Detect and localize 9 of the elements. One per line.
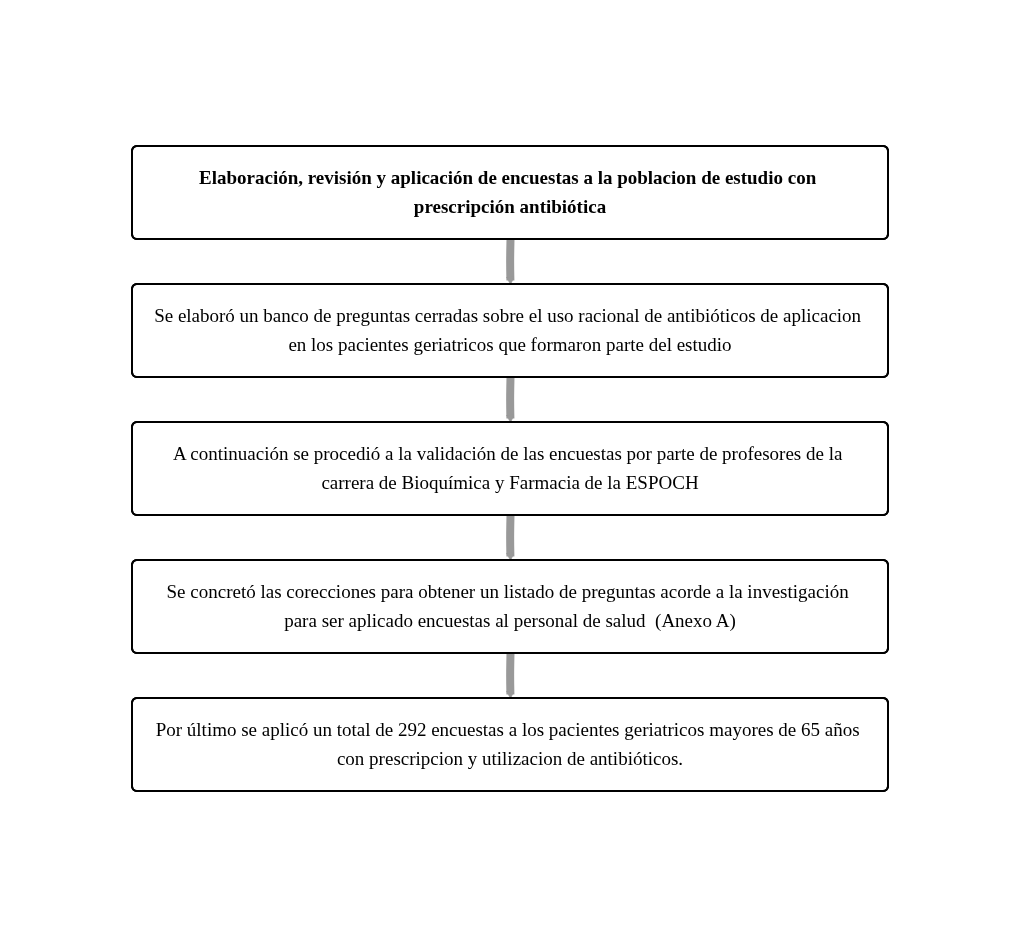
node-text: A continuación se procedió a la validación de las encuestas por parte de profesores de la carrera de Bioquímica y Farmacia de la ESPOCH (172, 443, 842, 493)
arrow (505, 653, 515, 699)
arrow (505, 377, 515, 423)
node-text: Elaboración, revisión y aplicación de encuestas a la poblacion de estudio con prescripción antibiótica (198, 167, 816, 217)
arrow (505, 239, 515, 285)
node-text: Se concretó las corecciones para obtener un listado de preguntas acorde a la investigación para ser aplicado encuestas al personal de salud (Anexo A) (166, 581, 849, 631)
arrow (505, 515, 515, 561)
node-text: Por último se aplicó un total de 292 encuestas a los pacientes geriatricos mayores de 65 años con prescripcion y utilizacion de antibióticos. (155, 719, 860, 769)
node-text: Se elaboró un banco de preguntas cerradas sobre el uso racional de antibióticos de aplicacion en los pacientes geriatricos que formaron parte del estudio (153, 305, 861, 355)
